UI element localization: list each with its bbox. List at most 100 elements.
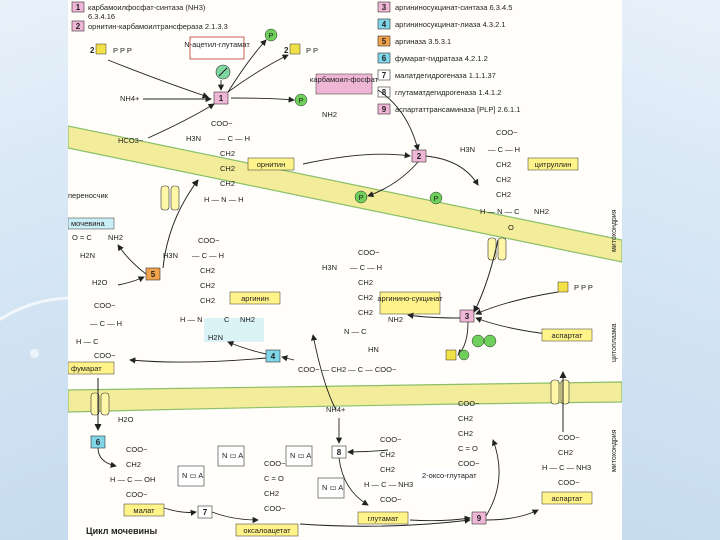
transporter-channel-top <box>160 185 180 211</box>
arrow-mdh-to-oxaloacetate <box>211 511 259 524</box>
nad-icon-right: N ▭ A <box>285 445 313 467</box>
arginine-structure: COO− H3N — C — H CH2 CH2 CH2 H — N C NH2… <box>163 236 264 342</box>
svg-text:COO−: COO− <box>264 504 286 513</box>
svg-text:CH2: CH2 <box>380 450 395 459</box>
svg-text:CH2: CH2 <box>496 175 511 184</box>
svg-text:2: 2 <box>76 22 81 31</box>
transporter-channel-bottom-left <box>90 392 110 416</box>
arginine-label: аргинин <box>229 291 281 305</box>
carbamoyl-phosphate-box: карбамоил-фосфат <box>310 73 379 95</box>
svg-text:— C — H: — C — H <box>90 319 122 328</box>
svg-text:CH2: CH2 <box>358 293 373 302</box>
svg-text:H — C: H — C <box>76 337 99 346</box>
svg-text:H3N: H3N <box>322 263 337 272</box>
legend-item-2: 2 орнитин-карбамоилтрансфераза 2.1.3.3 <box>71 20 228 32</box>
ppi-cytoplasm <box>471 334 497 348</box>
svg-text:COO−: COO− <box>458 399 480 408</box>
svg-text:COO−: COO− <box>358 248 380 257</box>
enzyme-4-box: 4 <box>265 349 281 363</box>
svg-text:H3N: H3N <box>186 134 201 143</box>
svg-text:NH2: NH2 <box>108 233 123 242</box>
legend-item-9: 9 аспартаттрансаминаза [PLP] 2.6.1.1 <box>377 103 520 115</box>
atp-left: 2 P P P <box>90 43 132 55</box>
hco3-label: HCO3− <box>118 136 144 145</box>
svg-text:2: 2 <box>90 46 95 55</box>
svg-text:орнитин: орнитин <box>257 160 285 169</box>
svg-text:малатдегидрогеназа 1.1.1.37: малатдегидрогеназа 1.1.1.37 <box>395 71 496 80</box>
enzyme-9-box: 9 <box>471 511 487 525</box>
arrow-oxoglutarate-to-gdh <box>347 448 389 456</box>
svg-text:7: 7 <box>203 508 208 517</box>
svg-text:CH2: CH2 <box>458 429 473 438</box>
oxaloacetate-structure: COO− C = O CH2 COO− <box>264 459 286 513</box>
svg-text:H2N: H2N <box>208 333 223 342</box>
argininosuccinate-structure: COO− H3N — C — H CH2 CH2 CH2 N — C NH2 H… <box>298 248 403 374</box>
enzyme-5-box: 5 <box>145 267 161 281</box>
arrow-adp-out <box>227 54 289 93</box>
svg-text:оксалоацетат: оксалоацетат <box>243 526 291 535</box>
arrow-malate-to-mdh <box>163 507 197 516</box>
svg-text:фумарат-гидратаза 4.2.1.2: фумарат-гидратаза 4.2.1.2 <box>395 54 488 63</box>
svg-text:фумарат: фумарат <box>71 364 102 373</box>
svg-text:3: 3 <box>382 3 387 12</box>
figure-title: Цикл мочевины <box>86 526 157 536</box>
svg-text:8: 8 <box>337 448 342 457</box>
svg-text:P: P <box>268 31 273 40</box>
legend-item-3: 3 аргининосукцинат-синтаза 6.3.4.5 <box>377 1 512 13</box>
svg-text:HN: HN <box>368 345 379 354</box>
svg-text:NH2: NH2 <box>388 315 403 324</box>
svg-text:аспартат: аспартат <box>552 494 584 503</box>
svg-text:COO− — CH2 — C — COO−: COO− — CH2 — C — COO− <box>298 365 397 374</box>
svg-text:— C — H: — C — H <box>192 251 224 260</box>
svg-text:H — C — NH3: H — C — NH3 <box>542 463 591 472</box>
svg-text:H — C — NH3: H — C — NH3 <box>364 480 413 489</box>
compartment-label-mitochondrion-top: митохондрия <box>611 209 618 252</box>
svg-text:CH2: CH2 <box>458 414 473 423</box>
svg-text:аргинино-сукцинат: аргинино-сукцинат <box>377 294 443 303</box>
water-bottom: H2O <box>118 415 134 424</box>
glutamate-label: глутамат <box>357 511 409 525</box>
svg-text:аргининосукцинат-лиаза 4.3.2.1: аргининосукцинат-лиаза 4.3.2.1 <box>395 20 506 29</box>
arrow-phosphate-out <box>227 39 267 93</box>
svg-text:аргининосукцинат-синтаза 6.3.4: аргининосукцинат-синтаза 6.3.4.5 <box>395 3 512 12</box>
nad-icon-left: N ▭ A <box>177 465 205 487</box>
svg-text:цитруллин: цитруллин <box>535 160 572 169</box>
nadh-icon-left: N ▭ A <box>217 445 245 467</box>
svg-text:— C — H: — C — H <box>218 134 250 143</box>
svg-text:карбамоил-фосфат: карбамоил-фосфат <box>310 75 379 84</box>
phosphate-icon-mid: P <box>354 190 368 204</box>
svg-text:H3N: H3N <box>460 145 475 154</box>
svg-text:— C — H: — C — H <box>350 263 382 272</box>
svg-text:CH2: CH2 <box>220 149 235 158</box>
svg-text:P P P: P P P <box>113 46 132 55</box>
svg-text:COO−: COO− <box>380 495 402 504</box>
svg-text:P: P <box>298 96 303 105</box>
ornithine-label: орнитин <box>247 157 295 171</box>
svg-text:H — N — C: H — N — C <box>480 207 520 216</box>
svg-text:CH2: CH2 <box>200 296 215 305</box>
svg-text:6: 6 <box>96 438 101 447</box>
svg-text:глутаматдегидрогеназа 1.4.1.2: глутаматдегидрогеназа 1.4.1.2 <box>395 88 501 97</box>
arrow-to-ornithine <box>162 179 199 269</box>
svg-text:аспартаттрансаминаза [PLP] 2.6: аспартаттрансаминаза [PLP] 2.6.1.1 <box>395 105 520 114</box>
urea-cycle-diagram: 1 карбамоилфосфат-синтаза (NH3) 6.3.4.16… <box>68 1 622 537</box>
inner-membrane-top <box>68 125 622 263</box>
svg-text:N ▭ A: N ▭ A <box>222 451 243 460</box>
svg-text:CH2: CH2 <box>220 179 235 188</box>
legend-item-1: 1 карбамоилфосфат-синтаза (NH3) 6.3.4.16 <box>71 1 206 21</box>
arrow-to-urea <box>117 244 147 275</box>
urea-structure: O = C NH2 H2N <box>72 233 123 260</box>
svg-text:мочевина: мочевина <box>71 219 106 228</box>
arrow-atp-in-ass <box>475 291 559 315</box>
svg-text:7: 7 <box>382 71 387 80</box>
svg-text:COO−: COO− <box>198 236 220 245</box>
arrow-asl-to-fumarate <box>129 357 267 364</box>
arrow-oxaloacetate-to-ast <box>299 517 471 527</box>
urea-label: мочевина <box>68 217 115 230</box>
svg-text:NH2: NH2 <box>534 207 549 216</box>
transporter-channel-right <box>487 237 507 261</box>
arrow-hco3-in <box>147 103 215 139</box>
svg-text:P P: P P <box>306 46 318 55</box>
svg-text:— C — H: — C — H <box>488 145 520 154</box>
enzyme-7-box: 7 <box>197 505 213 519</box>
